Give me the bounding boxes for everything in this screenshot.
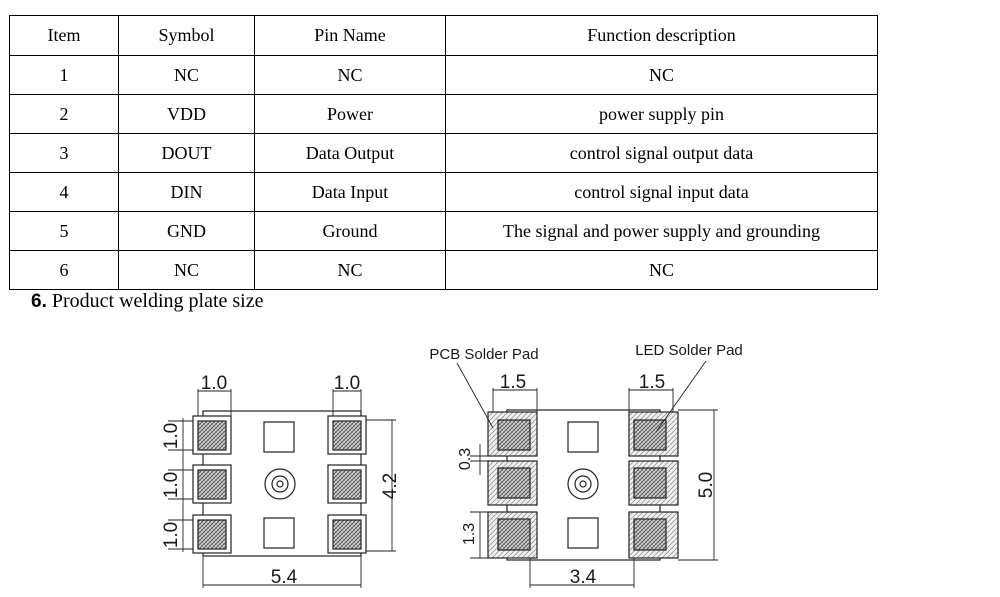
led-package-drawing [168, 389, 396, 588]
solder-pad [332, 469, 362, 500]
cell-pin-name: Data Output [254, 133, 446, 173]
center-lens-core [276, 480, 284, 488]
solder-pad [332, 519, 362, 550]
pin-table: Item Symbol Pin Name Function descriptio… [9, 15, 878, 290]
cell-function: The signal and power supply and groundin… [445, 211, 878, 251]
cell-function: control signal output data [445, 133, 878, 173]
solder-pad [197, 420, 227, 451]
pcb-footprint-drawing [456, 360, 718, 588]
dim-pad-width-left: 1.0 [201, 373, 227, 394]
table-row: 3 DOUT Data Output control signal output… [9, 133, 878, 173]
dim-pad-width-right: 1.0 [334, 373, 360, 394]
led-solder-pad [497, 467, 531, 499]
led-solder-pad-label: LED Solder Pad [635, 342, 743, 359]
center-window [263, 517, 295, 549]
header-symbol: Symbol [118, 15, 255, 56]
center-lens-inner [271, 475, 289, 493]
cell-item: 4 [9, 172, 119, 212]
led-solder-pad [497, 518, 531, 551]
dim-pcb-pad-width-right: 1.5 [639, 372, 665, 393]
led-solder-pad [633, 467, 667, 499]
table-row: 5 GND Ground The signal and power supply… [9, 211, 878, 251]
dim-package-height: 4.2 [380, 473, 401, 499]
center-lens-core [579, 480, 587, 488]
center-lens-outer [567, 468, 599, 500]
center-lens-outer [264, 468, 296, 500]
cell-function: NC [445, 55, 878, 95]
header-function-description: Function description [445, 15, 878, 56]
cell-pin-name: NC [254, 55, 446, 95]
cell-symbol: NC [118, 55, 255, 95]
dim-pad-pitch: 3.4 [570, 567, 597, 588]
cell-pin-name: Ground [254, 211, 446, 251]
table-row: 1 NC NC NC [9, 55, 878, 95]
cell-function: NC [445, 250, 878, 290]
table-row: 6 NC NC NC [9, 250, 878, 290]
cell-item: 5 [9, 211, 119, 251]
dim-pad-height-3: 1.0 [161, 522, 182, 548]
dim-pcb-pad-height: 1.3 [461, 523, 478, 545]
section-heading: 6. Product welding plate size [31, 290, 263, 313]
dim-pad-height-2: 1.0 [161, 472, 182, 498]
cell-pin-name: Power [254, 94, 446, 134]
section-number: 6. [31, 291, 47, 312]
pcb-solder-pad-label: PCB Solder Pad [429, 346, 538, 363]
center-window [567, 421, 599, 453]
dim-footprint-height: 5.0 [696, 472, 717, 498]
led-solder-pad [633, 518, 667, 551]
dim-package-width: 5.4 [271, 567, 298, 588]
dim-pad-height-1: 1.0 [161, 423, 182, 449]
table-row: 2 VDD Power power supply pin [9, 94, 878, 134]
dim-pad-gap: 0.3 [457, 448, 474, 470]
header-item: Item [9, 15, 119, 56]
led-pad-leader [655, 360, 707, 433]
pcb-footprint-labels: PCB Solder Pad LED Solder Pad 1.5 1.5 0.… [429, 342, 742, 588]
center-window [263, 421, 295, 453]
center-window [567, 517, 599, 549]
section-title-text: Product welding plate size [51, 290, 264, 312]
cell-symbol: NC [118, 250, 255, 290]
table-header-row: Item Symbol Pin Name Function descriptio… [9, 15, 878, 56]
led-solder-pad [497, 419, 531, 451]
solder-pad [332, 420, 362, 451]
dim-pcb-pad-width-left: 1.5 [500, 372, 526, 393]
led-solder-pad [633, 419, 667, 451]
solder-pad [197, 469, 227, 500]
led-package-labels: 1.0 1.0 1.0 1.0 1.0 4.2 5.4 [161, 373, 401, 588]
pcb-pad-leader [456, 362, 494, 429]
cell-symbol: GND [118, 211, 255, 251]
solder-pad [197, 519, 227, 550]
center-lens-inner [574, 475, 592, 493]
